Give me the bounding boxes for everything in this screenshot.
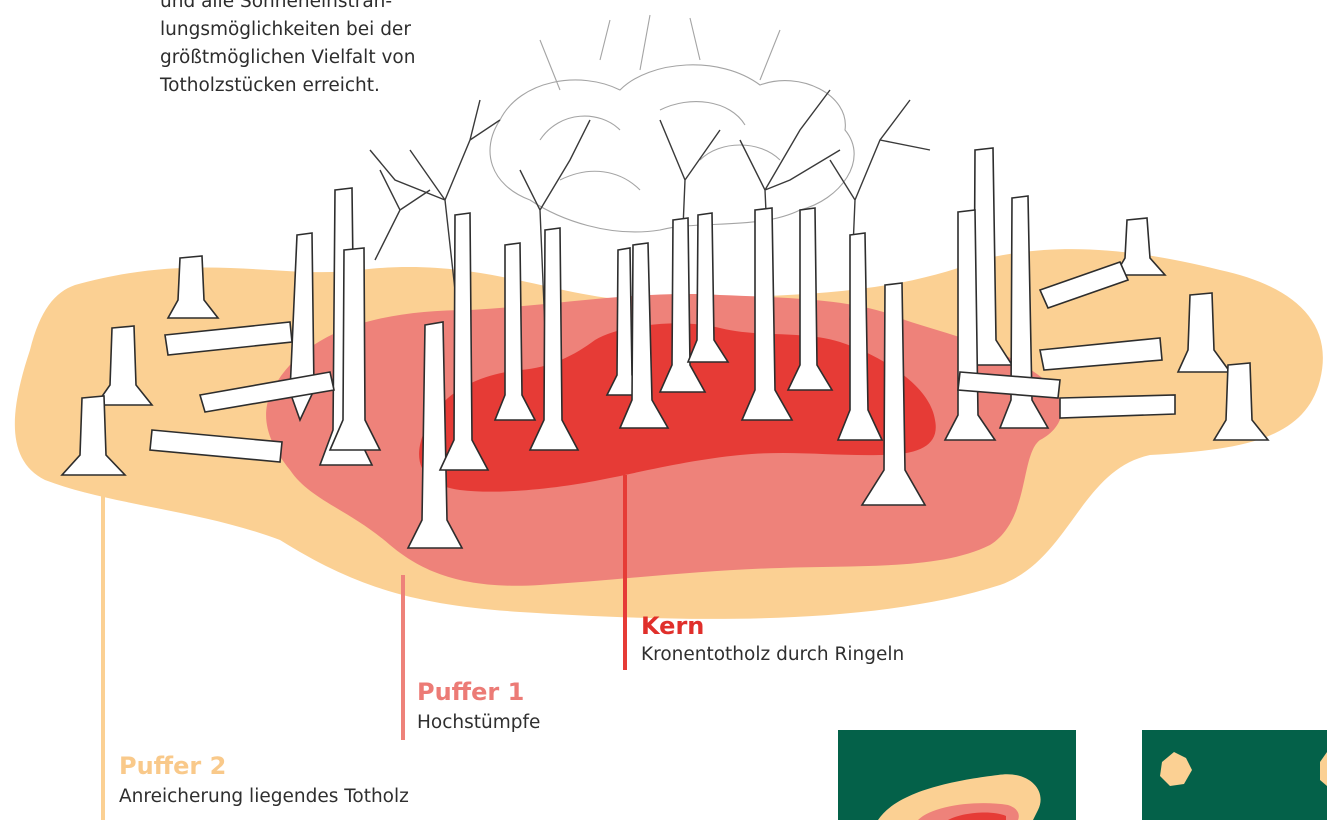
kern-description: Kronentotholz durch Ringeln — [641, 644, 904, 665]
puffer1-title: Puffer 1 — [417, 678, 540, 706]
intro-line-3: größtmöglichen Vielfalt von — [160, 44, 360, 72]
puffer2-label: Puffer 2 Anreicherung liegendes Totholz — [119, 752, 409, 807]
kern-leader-line — [623, 475, 627, 670]
puffer1-leader-line — [401, 575, 405, 740]
intro-line-2: lungsmöglichkeiten bei der — [160, 16, 360, 44]
puffer2-title: Puffer 2 — [119, 752, 409, 780]
puffer2-leader-line — [101, 490, 105, 820]
puffer2-description: Anreicherung liegendes Totholz — [119, 786, 409, 807]
tree-canopy — [490, 15, 854, 232]
kern-title: Kern — [641, 612, 904, 640]
intro-line-1: und alle Sonneneinstrah- — [160, 0, 360, 16]
intro-text: und alle Sonneneinstrah- lungsmöglichkei… — [160, 0, 360, 100]
minimap-blobs-shapes — [1142, 730, 1327, 820]
intro-line-4: Totholzstücken erreicht. — [160, 72, 360, 100]
minimap-zones-thumbnail — [838, 730, 1076, 820]
puffer1-description: Hochstümpfe — [417, 712, 540, 733]
minimap-zones-shapes — [838, 730, 1076, 820]
kern-label: Kern Kronentotholz durch Ringeln — [641, 612, 904, 665]
minimap-blobs-thumbnail — [1142, 730, 1327, 820]
puffer1-label: Puffer 1 Hochstümpfe — [417, 678, 540, 733]
